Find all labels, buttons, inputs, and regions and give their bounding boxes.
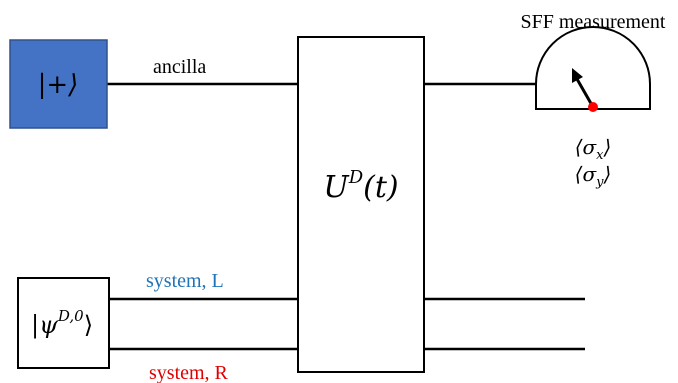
unitary-gate-box bbox=[297, 36, 425, 373]
system-state-label: |ψD,0⟩ bbox=[31, 307, 93, 340]
unitary-gate-label: UD(t) bbox=[323, 167, 398, 205]
system-right-label: system, R bbox=[149, 362, 229, 383]
meter-needle bbox=[575, 78, 595, 108]
system-state-box bbox=[17, 277, 110, 369]
system-left-label: system, L bbox=[146, 270, 224, 292]
ancilla-state-box bbox=[9, 39, 108, 129]
observable-sigma-y: ⟨σy⟩ bbox=[575, 162, 612, 190]
ancilla-state-label: |+⟩ bbox=[38, 70, 79, 100]
measurement-meter-icon bbox=[535, 26, 651, 110]
measurement-title: SFF measurement bbox=[521, 11, 666, 33]
meter-pivot bbox=[588, 102, 598, 112]
observable-sigma-x: ⟨σx⟩ bbox=[575, 135, 612, 163]
ancilla-wire-label: ancilla bbox=[153, 56, 206, 78]
meter-needle-arrowhead bbox=[572, 68, 583, 83]
